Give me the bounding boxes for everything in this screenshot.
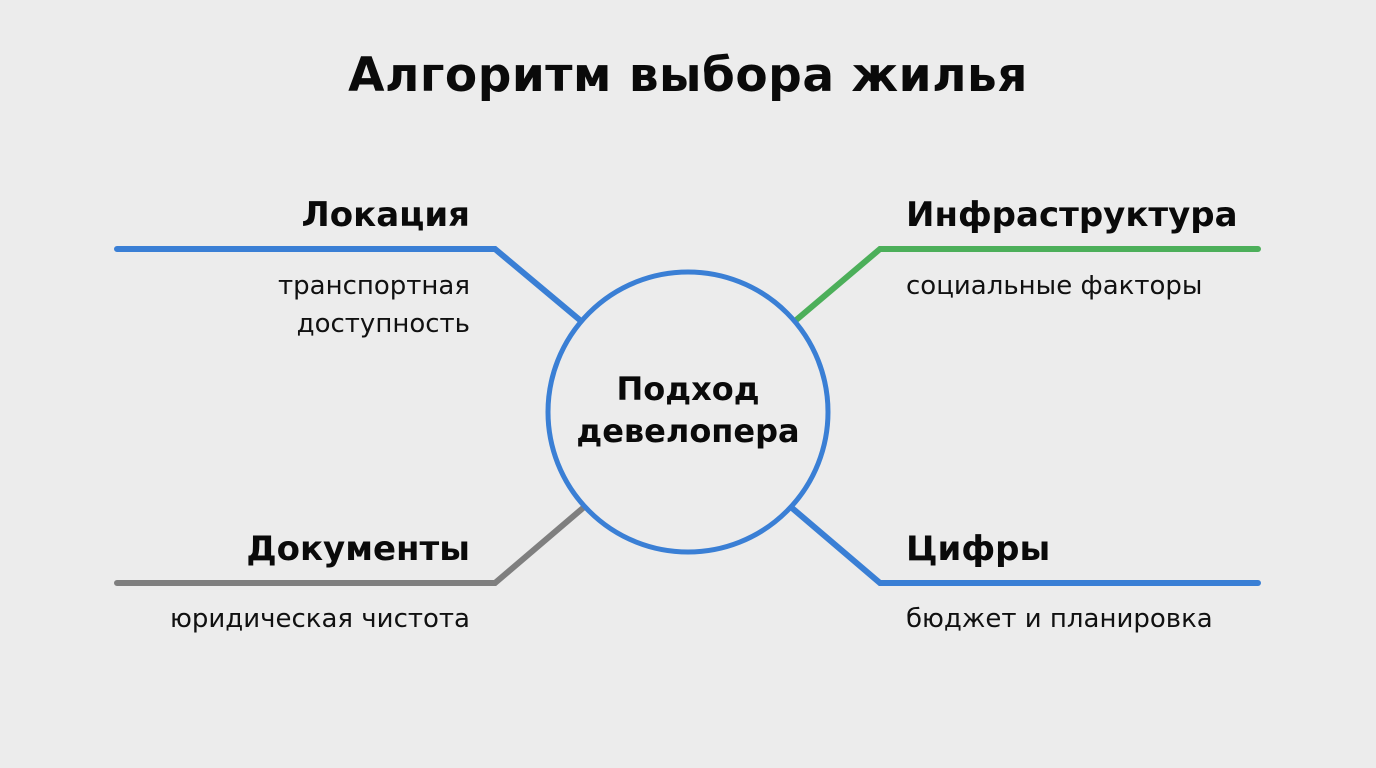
branch-documents-sub-1: юридическая чистота bbox=[169, 604, 470, 634]
center-node-line-2: девелопера bbox=[576, 412, 800, 450]
connector-infrastructure bbox=[792, 246, 1261, 324]
branch-infrastructure-sub-1: социальные факторы bbox=[906, 271, 1203, 301]
page-title: Алгоритм выбора жилья bbox=[348, 48, 1028, 103]
center-node-circle bbox=[545, 269, 831, 555]
branch-numbers-heading: Цифры bbox=[906, 529, 1051, 569]
branch-infrastructure-heading: Инфраструктура bbox=[906, 195, 1238, 235]
branch-documents-heading: Документы bbox=[246, 529, 470, 569]
branch-numbers-sub-1: бюджет и планировка bbox=[906, 604, 1213, 634]
branch-location-sub-2: доступность bbox=[296, 309, 470, 339]
center-node-label: Подход девелопера bbox=[548, 368, 828, 452]
connector-documents bbox=[114, 505, 586, 586]
center-node-line-1: Подход bbox=[616, 370, 760, 408]
branch-location-heading: Локация bbox=[301, 195, 470, 235]
connector-location bbox=[114, 246, 584, 324]
connector-numbers bbox=[789, 505, 1261, 586]
branch-location-sub-1: транспортная bbox=[277, 271, 470, 301]
